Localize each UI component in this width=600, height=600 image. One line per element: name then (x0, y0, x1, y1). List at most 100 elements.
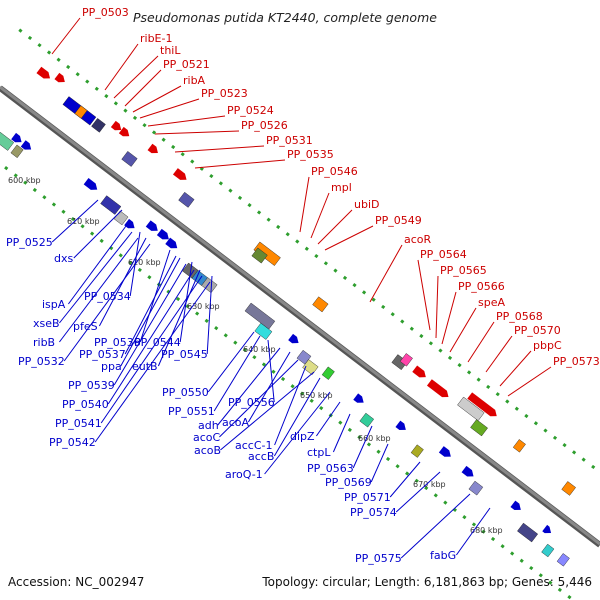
lower-leader-21 (217, 347, 281, 426)
upper-label-21: pbpC (533, 339, 562, 352)
upper-leader-3 (124, 69, 162, 107)
upper-label-4: ribA (183, 74, 206, 87)
lower-label-29: ctpL (307, 446, 331, 459)
gene-block-12 (251, 247, 268, 264)
gene-block-22 (561, 481, 576, 496)
upper-leader-17 (441, 291, 457, 345)
lower-label-14: PP_0539 (68, 379, 115, 392)
gene-block-0 (36, 66, 51, 79)
lower-leader-34 (400, 493, 471, 559)
upper-leader-19 (467, 321, 495, 363)
gene-block-53 (541, 543, 555, 558)
gene-block-48 (461, 465, 474, 477)
lower-leader-20 (267, 339, 275, 403)
lower-label-0: PP_0525 (6, 236, 53, 249)
gene-block-19 (467, 392, 497, 417)
upper-label-3: PP_0521 (163, 58, 210, 71)
backbone-highlight (0, 85, 600, 546)
upper-label-22: PP_0573 (553, 355, 600, 368)
upper-leader-20 (485, 335, 513, 373)
gene-block-47 (438, 446, 451, 457)
gene-block-41 (302, 359, 319, 376)
gene-features (0, 66, 576, 567)
gene-block-49 (468, 480, 484, 496)
upper-leader-0 (51, 17, 81, 55)
upper-label-14: acoR (404, 233, 432, 246)
upper-leader-15 (417, 259, 431, 331)
gene-block-39 (288, 333, 299, 344)
upper-leader-14 (369, 244, 403, 303)
gene-block-21 (512, 439, 526, 453)
upper-label-6: PP_0524 (227, 104, 274, 117)
upper-label-11: mpl (331, 181, 352, 194)
kbp-tick-label-6: 660 kbp (358, 434, 391, 443)
upper-leader-5 (139, 98, 200, 119)
gene-block-30 (124, 218, 135, 229)
lower-label-16: PP_0541 (55, 417, 102, 430)
gene-block-28 (100, 195, 122, 215)
label-leaders (51, 17, 552, 559)
upper-label-18: speA (478, 296, 505, 309)
lower-leader-0 (51, 199, 99, 243)
upper-label-20: PP_0570 (514, 324, 561, 337)
lower-leader-26 (273, 377, 321, 457)
lower-leader-30 (352, 425, 373, 469)
gene-block-33 (165, 237, 178, 249)
lower-label-12: eutB (132, 360, 158, 373)
lower-label-32: PP_0571 (344, 491, 391, 504)
lower-leader-32 (389, 461, 421, 498)
gene-block-43 (353, 393, 364, 403)
lower-label-17: PP_0542 (49, 436, 96, 449)
lower-leader-31 (370, 443, 389, 483)
gene-block-52 (542, 524, 552, 534)
gene-block-20 (470, 419, 488, 437)
lower-leader-19 (213, 335, 261, 412)
lower-label-5: pfeS (73, 320, 98, 333)
lower-leader-6 (59, 237, 139, 343)
lower-leader-23 (219, 359, 299, 438)
gene-labels: PP_0503ribE-1thiLPP_0521ribAPP_0523PP_05… (6, 6, 600, 565)
topology-text: Topology: circular; Length: 6,181,863 bp… (261, 575, 592, 589)
gene-block-36 (201, 277, 218, 294)
upper-label-8: PP_0531 (266, 134, 313, 147)
lower-label-33: PP_0574 (350, 506, 397, 519)
lower-label-13: PP_0545 (161, 348, 208, 361)
upper-leader-21 (499, 350, 532, 387)
ring-guide-1 (0, 161, 576, 600)
lower-leader-12 (157, 269, 201, 367)
gene-block-5 (110, 120, 122, 131)
lower-label-10: PP_0544 (134, 336, 181, 349)
upper-leader-7 (154, 130, 240, 135)
gene-block-7 (121, 151, 138, 167)
lower-leader-18 (207, 331, 255, 393)
gene-block-13 (312, 296, 329, 313)
lower-label-27: dipZ (290, 430, 315, 443)
lower-label-2: ispA (42, 298, 66, 311)
lower-leader-29 (332, 413, 351, 453)
lower-label-9: PP_0537 (79, 348, 126, 361)
gene-block-25 (0, 131, 15, 151)
map-title: Pseudomonas putida KT2440, complete geno… (133, 10, 437, 25)
kbp-tick-label-4: 640 kbp (243, 345, 276, 354)
upper-label-5: PP_0523 (201, 87, 248, 100)
upper-leader-6 (147, 115, 226, 127)
lower-label-34: PP_0575 (355, 552, 402, 565)
gene-block-31 (145, 220, 158, 231)
upper-leader-12 (317, 209, 353, 245)
lower-leader-16 (100, 275, 203, 424)
gene-block-8 (147, 143, 158, 154)
lower-label-8: PP_0532 (18, 355, 65, 368)
gene-block-23 (11, 132, 22, 143)
upper-leader-1 (104, 43, 139, 91)
lower-leader-35 (455, 507, 491, 556)
upper-leader-9 (194, 159, 286, 169)
gene-block-32 (156, 228, 169, 240)
kbp-tick-label-0: 600 kbp (8, 176, 41, 185)
gene-block-50 (510, 500, 521, 511)
gene-block-44 (359, 412, 375, 428)
lower-label-19: PP_0551 (168, 405, 215, 418)
lower-leader-2 (67, 225, 127, 305)
gene-block-1 (54, 72, 65, 83)
